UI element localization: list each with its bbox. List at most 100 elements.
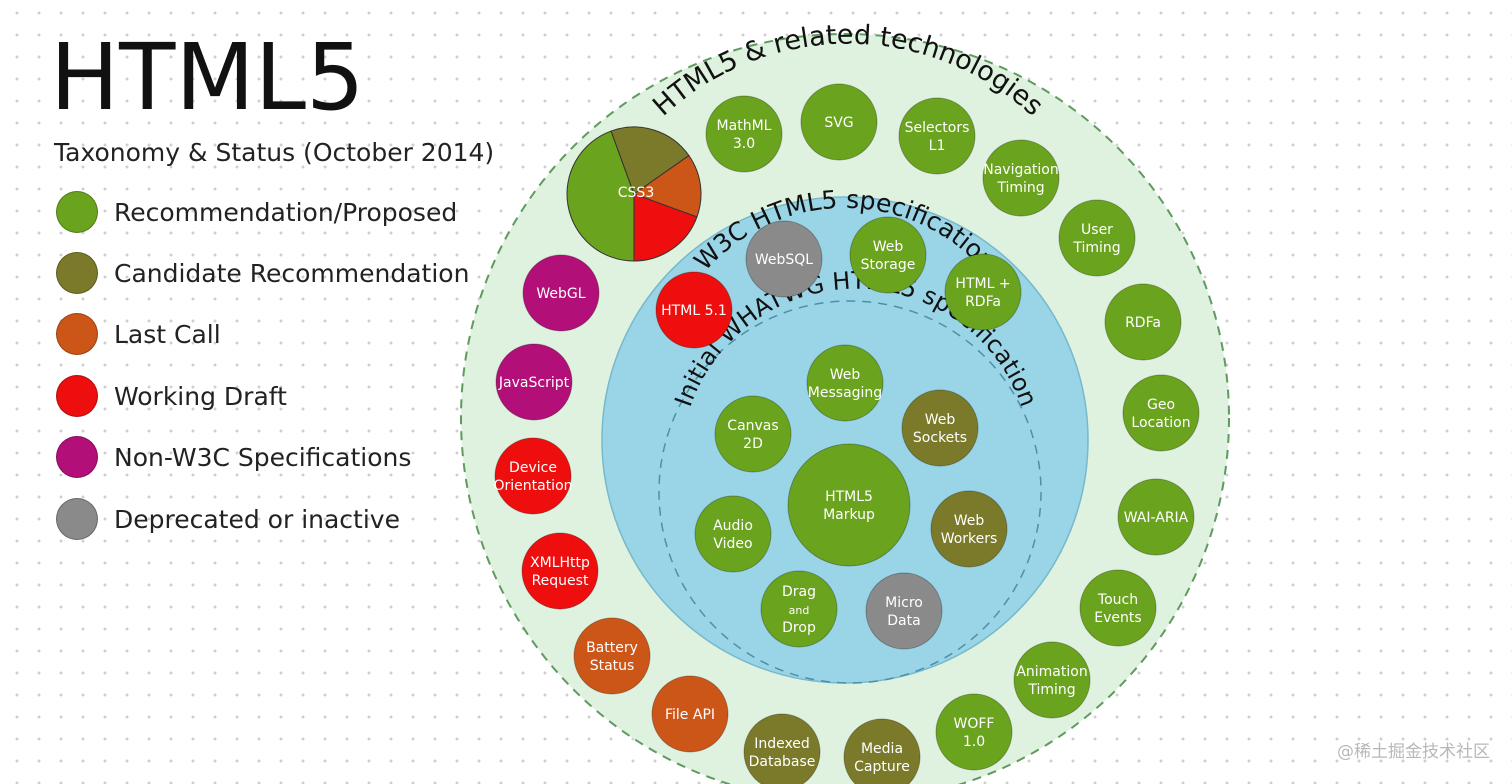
node-circle-rdfa bbox=[1104, 283, 1182, 361]
legend-label: Deprecated or inactive bbox=[114, 504, 400, 534]
node-label: JavaScript bbox=[498, 375, 570, 391]
page-subtitle: Taxonomy & Status (October 2014) bbox=[54, 138, 495, 167]
node-label: Location bbox=[1131, 415, 1190, 431]
node-label: Canvas bbox=[727, 418, 778, 434]
node-label: WOFF bbox=[954, 716, 995, 732]
legend-label: Recommendation/Proposed bbox=[114, 197, 458, 227]
node-circle-web-messaging bbox=[806, 344, 884, 422]
legend-item-candidate: Candidate Recommendation bbox=[56, 251, 516, 295]
legend-item-deprecated: Deprecated or inactive bbox=[56, 497, 516, 541]
node-label: 2D bbox=[743, 436, 763, 452]
node-circle-selectors bbox=[898, 97, 976, 175]
node-label: Geo bbox=[1147, 397, 1175, 413]
node-circle-web-workers bbox=[930, 490, 1008, 568]
node-circle-animation-timing bbox=[1013, 641, 1091, 719]
node-circle-indexed-database bbox=[743, 713, 821, 784]
node-label: Sockets bbox=[913, 430, 967, 446]
node-label: Data bbox=[887, 613, 920, 629]
legend-label: Non-W3C Specifications bbox=[114, 442, 412, 472]
node-circle-battery-status bbox=[573, 617, 651, 695]
node-label: and bbox=[789, 604, 810, 617]
node-label: User bbox=[1081, 222, 1113, 238]
node-label: Media bbox=[861, 741, 903, 757]
legend-swatch-deprecated bbox=[56, 498, 98, 540]
node-circle-html51 bbox=[655, 271, 733, 349]
node-label: Events bbox=[1094, 610, 1141, 626]
node-label: Web bbox=[954, 513, 985, 529]
css3-label: CSS3 bbox=[618, 185, 654, 201]
css3-pie-node: CSS3 bbox=[566, 126, 702, 262]
node-label: Database bbox=[749, 754, 816, 770]
node-circle-touch-events bbox=[1079, 569, 1157, 647]
css3-slice-candidate bbox=[610, 126, 690, 195]
legend-label: Last Call bbox=[114, 319, 221, 349]
legend-label: Candidate Recommendation bbox=[114, 258, 470, 288]
node-circle-canvas-2d bbox=[714, 395, 792, 473]
node-circle-woff bbox=[935, 693, 1013, 771]
node-label: SVG bbox=[824, 115, 853, 131]
node-label: Video bbox=[713, 536, 752, 552]
node-label: HTML5 bbox=[825, 489, 873, 505]
node-circle-svg bbox=[800, 83, 878, 161]
watermark: @稀土掘金技术社区 bbox=[1337, 742, 1490, 762]
node-label: Timing bbox=[996, 180, 1044, 196]
legend-label: Working Draft bbox=[114, 381, 287, 411]
node-websql: WebSQL bbox=[745, 220, 823, 298]
node-circle-geo-location bbox=[1122, 374, 1200, 452]
node-label: Animation bbox=[1016, 664, 1087, 680]
legend-item-last-call: Last Call bbox=[56, 312, 516, 356]
node-circle-websql bbox=[745, 220, 823, 298]
node-label: Web bbox=[830, 367, 861, 383]
node-circle-javascript bbox=[495, 343, 573, 421]
node-label: Audio bbox=[713, 518, 753, 534]
node-circle-web-sockets bbox=[901, 389, 979, 467]
node-circle-device-orientation bbox=[494, 437, 572, 515]
node-label: HTML + bbox=[955, 276, 1010, 292]
node-circle-micro-data bbox=[865, 572, 943, 650]
node-circle-media-capture bbox=[843, 718, 921, 784]
node-label: Status bbox=[590, 658, 635, 674]
node-label: Touch bbox=[1097, 592, 1138, 608]
node-circle-audio-video bbox=[694, 495, 772, 573]
legend-item-working-draft: Working Draft bbox=[56, 374, 516, 418]
node-label: Markup bbox=[823, 507, 875, 523]
node-circle-web-storage bbox=[849, 216, 927, 294]
node-label: MathML bbox=[717, 118, 772, 134]
css3-slice-recommendation bbox=[566, 130, 635, 262]
css3-slice-working-draft bbox=[633, 193, 698, 262]
node-label: Drag bbox=[782, 584, 816, 600]
node-label: Navigation bbox=[983, 162, 1059, 178]
node-label: XMLHttp bbox=[530, 555, 590, 571]
node-circle-xmlhttp-request bbox=[521, 532, 599, 610]
node-label: Web bbox=[873, 239, 904, 255]
legend-swatch-candidate bbox=[56, 252, 98, 294]
node-label: RDFa bbox=[965, 294, 1001, 310]
node-label: Storage bbox=[861, 257, 916, 273]
node-webgl: WebGL bbox=[522, 254, 600, 332]
node-label: Micro bbox=[885, 595, 923, 611]
node-html51: HTML 5.1 bbox=[655, 271, 733, 349]
legend-swatch-last-call bbox=[56, 313, 98, 355]
node-html-rdfa: HTML + RDFa bbox=[944, 253, 1022, 331]
node-wai-aria: WAI-ARIA bbox=[1117, 478, 1195, 556]
node-label: Device bbox=[509, 460, 557, 476]
node-circle-html-rdfa bbox=[944, 253, 1022, 331]
